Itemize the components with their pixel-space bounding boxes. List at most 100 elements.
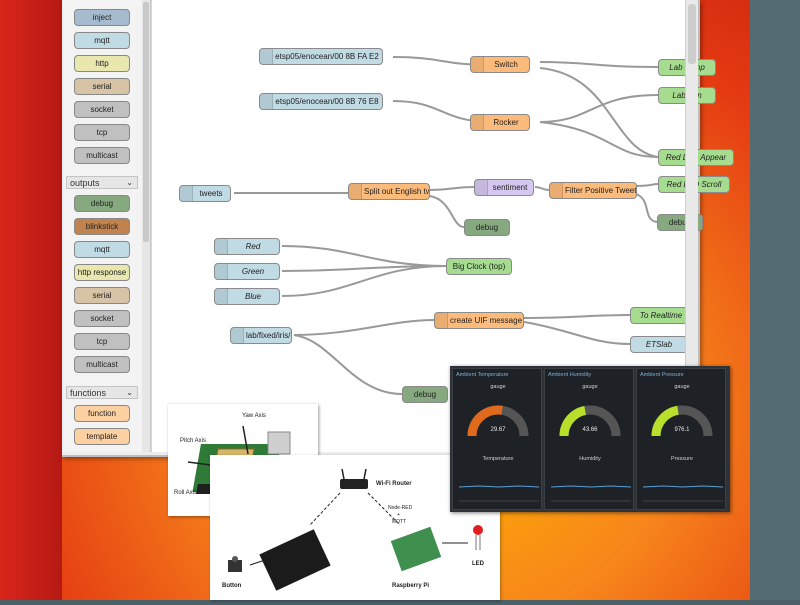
gauge-fill (651, 405, 679, 437)
rocker-function-node[interactable]: Rocker (470, 114, 530, 131)
palette-node-template[interactable]: template (74, 428, 130, 445)
green-input-node[interactable]: Green (214, 263, 280, 280)
gauge-icon (559, 405, 621, 437)
palette-node-tcp[interactable]: tcp (74, 333, 130, 350)
wire (635, 193, 658, 223)
palette-scroll-thumb[interactable] (143, 2, 149, 242)
blue-input-node[interactable]: Blue (214, 288, 280, 305)
debug-node-3[interactable]: debug (402, 386, 448, 403)
function-icon (349, 184, 362, 199)
node-label: tweets (199, 189, 223, 198)
palette-node-inject[interactable]: inject (74, 9, 130, 26)
node-label: ETSlab (645, 340, 673, 349)
network-diagram-illustration (228, 468, 483, 591)
panel-title: Ambient Temperature (456, 372, 509, 378)
palette-node-debug[interactable]: debug (74, 195, 130, 212)
node-icon (260, 94, 273, 109)
palette-node-serial[interactable]: serial (74, 78, 130, 95)
workspace-scroll-thumb[interactable] (688, 4, 696, 64)
enocean-input-node-1[interactable]: etsp05/enocean/00 8B FA E2 (259, 48, 383, 65)
node-label: Green (241, 267, 265, 276)
node-icon (231, 328, 244, 343)
sentiment-node[interactable]: sentiment (474, 179, 534, 196)
wire (523, 314, 631, 319)
palette-node-blinkstick[interactable]: blinkstick (74, 218, 130, 235)
palette-node-multicast[interactable]: multicast (74, 147, 130, 164)
gauge-value: 29.67 (490, 427, 506, 433)
palette-node-http-response[interactable]: http response (74, 264, 130, 281)
split-function-node[interactable]: Split out English tweets (348, 183, 430, 200)
book-spine (0, 0, 62, 600)
tweets-input-node[interactable]: tweets (179, 185, 231, 202)
palette-node-mqtt[interactable]: mqtt (74, 241, 130, 258)
palette-scrollbar[interactable] (142, 0, 151, 452)
palette-header-label: functions (70, 388, 107, 398)
chart-label: Pressure (670, 456, 693, 462)
etslab-node[interactable]: ETSlab (630, 336, 688, 353)
palette-node-mqtt[interactable]: mqtt (74, 32, 130, 49)
wire (281, 245, 447, 267)
series-line (643, 485, 723, 488)
toggle-icon (215, 264, 228, 279)
palette-header-functions[interactable]: functions ⌄ (66, 386, 138, 399)
node-label: Rocker (493, 118, 519, 127)
yaw-axis-label: Yaw Axis (242, 413, 266, 419)
function-icon (550, 183, 563, 198)
gauge-fill (559, 406, 587, 437)
palette-node-socket[interactable]: socket (74, 310, 130, 327)
node-label: Switch (494, 60, 518, 69)
palette-node-multicast[interactable]: multicast (74, 356, 130, 373)
function-icon (471, 115, 484, 130)
node-red-editor: inject mqtt http serial socket tcp multicast o… (62, 0, 734, 457)
palette-node-tcp[interactable]: tcp (74, 124, 130, 141)
palette-node-http[interactable]: http (74, 55, 130, 72)
node-label: lab/fixed/iris/id (246, 331, 292, 340)
lab-fixed-input-node[interactable]: lab/fixed/iris/id (230, 327, 292, 344)
create-uif-message-node[interactable]: create UIF message (434, 312, 524, 329)
node-label: debug (668, 218, 692, 227)
gauge-icon (467, 405, 529, 437)
node-label: Blue (244, 292, 261, 301)
red-input-node[interactable]: Red (214, 238, 280, 255)
chevron-down-icon: ⌄ (126, 178, 133, 187)
node-label: debug (475, 223, 499, 232)
gauge-fill (467, 405, 503, 437)
filter-positive-tweets-node[interactable]: Filter Positive Tweets (549, 182, 637, 199)
series-line (459, 485, 539, 488)
roll-axis-label: Roll Axis (174, 490, 198, 496)
palette-header-outputs[interactable]: outputs ⌄ (66, 176, 138, 189)
workspace-scrollbar[interactable] (685, 0, 698, 452)
big-clock-node[interactable]: Big Clock (top) (446, 258, 512, 275)
debug-node-1[interactable]: debug (464, 219, 510, 236)
wire (539, 67, 659, 158)
node-label: sentiment (492, 183, 528, 192)
palette-node-function[interactable]: function (74, 405, 130, 422)
palette-header-label: outputs (70, 178, 100, 188)
led-label: LED (472, 561, 484, 567)
pitch-axis-label: Pitch Axis (180, 438, 207, 444)
gauge-icon (651, 405, 713, 437)
sentiment-icon (475, 180, 488, 195)
node-label: Filter Positive Tweets (565, 186, 637, 195)
to-realtime-node[interactable]: To Realtime (630, 307, 692, 324)
switch-function-node[interactable]: Switch (470, 56, 530, 73)
palette-node-serial[interactable]: serial (74, 287, 130, 304)
series-line (551, 485, 631, 488)
enocean-input-node-2[interactable]: etsp05/enocean/00 8B 76 E8 (259, 93, 383, 110)
wire (429, 195, 465, 228)
wire (429, 186, 475, 191)
gauge-label: gauge (674, 384, 690, 390)
line-chart (459, 485, 539, 502)
line-chart (643, 485, 723, 502)
gauge-label: gauge (490, 384, 506, 390)
button-label: Button (222, 583, 242, 589)
palette-node-socket[interactable]: socket (74, 101, 130, 118)
wifi-router-label: Wi-Fi Router (376, 481, 412, 487)
node-label: create UIF message (450, 316, 523, 325)
chevron-down-icon: ⌄ (126, 388, 133, 397)
mqtt-label: MQTT (392, 519, 407, 525)
node-label: Red (245, 242, 261, 251)
